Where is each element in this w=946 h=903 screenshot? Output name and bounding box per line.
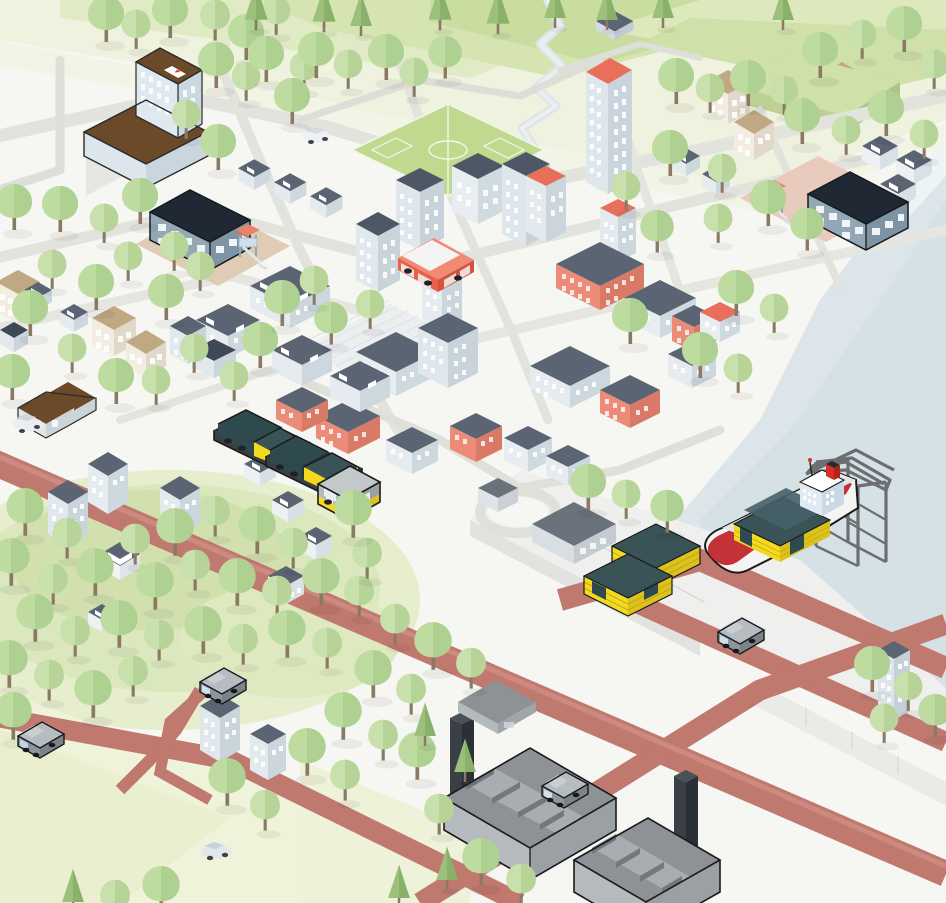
rowhouse-cluster-northwest xyxy=(238,159,343,218)
landmark-river-label: River xyxy=(4,160,28,171)
landmark-football-pitch-label: Football Pitch xyxy=(4,64,65,75)
district-city-centre-label: City Centre xyxy=(4,220,54,231)
landmark-crane-label: Gantry Crane xyxy=(4,124,64,135)
block-north-a xyxy=(356,152,636,330)
vehicle-bus-label: City Bus xyxy=(4,196,41,207)
motorway-loop xyxy=(153,681,214,805)
car-suburb xyxy=(12,414,44,433)
city-bus xyxy=(398,238,474,292)
vehicle-train-label: Freight Train xyxy=(4,172,60,183)
landmark-factory-south-label: Factory xyxy=(4,148,37,159)
landmark-factory-north-label: Factory xyxy=(4,136,37,147)
district-farmland-label: Farmland xyxy=(4,268,46,279)
landmark-school-west-label: School xyxy=(4,40,35,51)
perimeter-block-centre xyxy=(316,313,590,486)
car-north xyxy=(302,127,331,144)
container-ship xyxy=(704,458,860,574)
city-centre xyxy=(192,152,740,486)
freight-train xyxy=(213,409,382,521)
railway-highlight xyxy=(0,454,946,869)
district-industry-label: Industrial Zone xyxy=(4,244,71,255)
car-motorway xyxy=(200,842,232,861)
district-harbour-label: Harbour / Port xyxy=(4,208,67,219)
playground-west xyxy=(236,224,268,270)
hospital-cross-icon xyxy=(164,66,186,78)
landmark-terminal-label: Container Terminal xyxy=(4,112,88,123)
landmark-tower-label: High-rise Tower xyxy=(4,76,74,87)
landmark-roundabout-label: Roundabout xyxy=(4,100,59,111)
scene-description: Aerial isometric illustration of a coast… xyxy=(4,16,564,27)
landmark-plaza-label: Pedestrian Plaza xyxy=(4,88,80,99)
truck-park xyxy=(198,667,248,705)
district-park-label: Public Park xyxy=(4,256,56,267)
ship-bridge xyxy=(798,458,846,516)
vehicle-ship-label: Container Ship xyxy=(4,184,71,195)
district-suburb-label: Residential Suburb xyxy=(4,232,89,243)
landmark-hospital-label: Hospital xyxy=(4,28,40,39)
high-rise-tower xyxy=(586,58,632,194)
factory-south xyxy=(572,770,722,903)
truck-factory xyxy=(540,771,590,809)
scene-title: Isometric City Illustration xyxy=(4,4,113,15)
landmark-school-east-label: School xyxy=(4,52,35,63)
truck-quay xyxy=(716,617,766,655)
